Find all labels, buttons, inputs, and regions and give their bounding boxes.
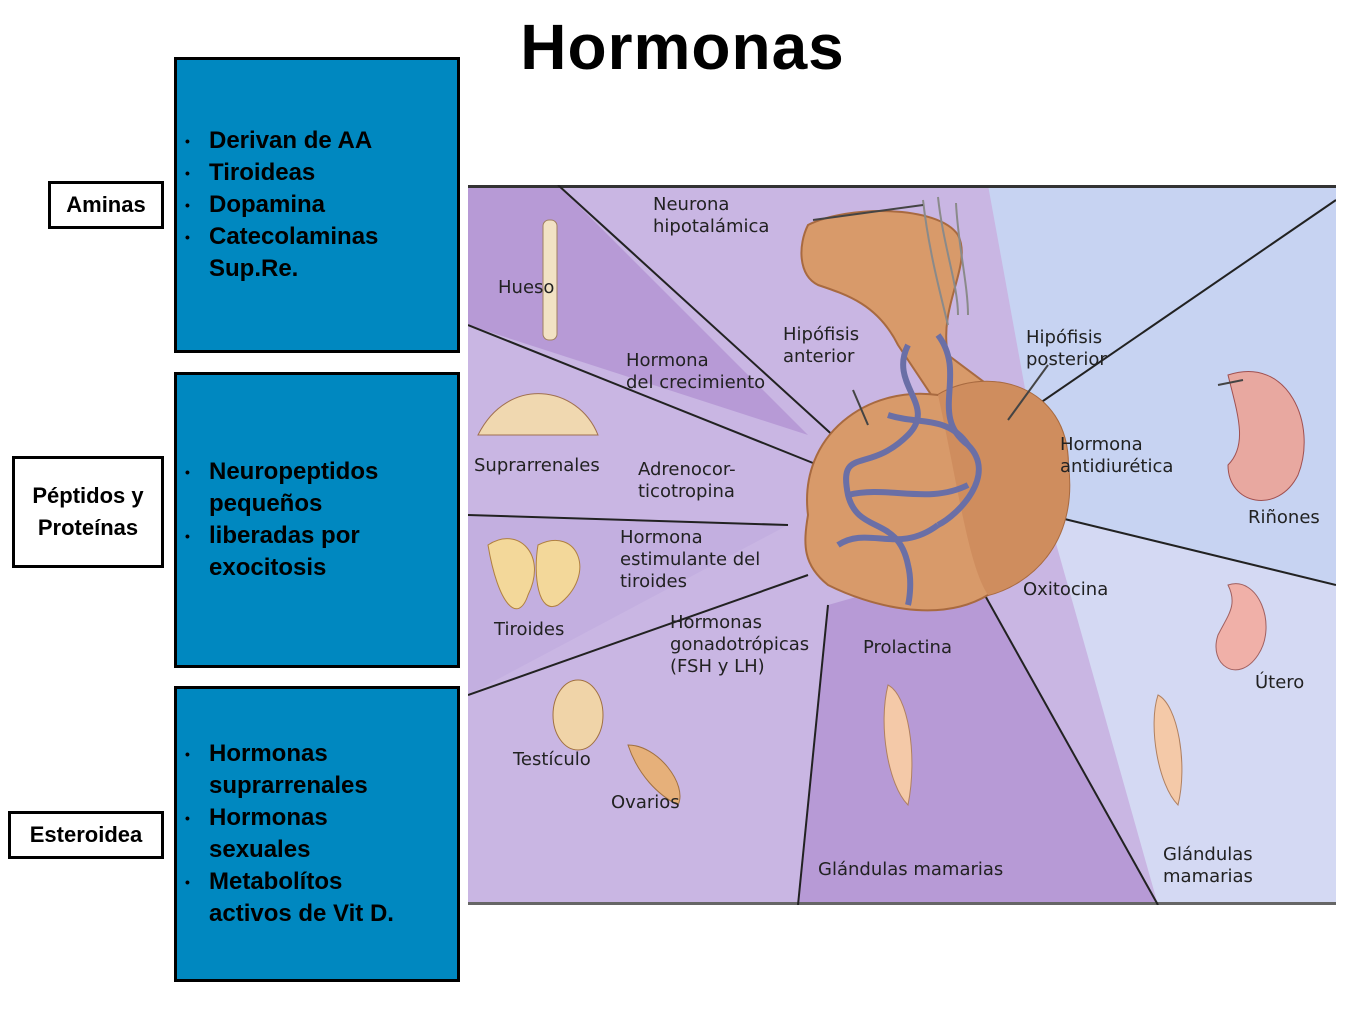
list-item: Derivan de AA [185,125,409,157]
list-item: Neuropeptidos pequeños [185,456,409,520]
label-line: Hueso [498,277,554,298]
label-line: Suprarrenales [474,455,600,476]
label-line: Hormona [626,350,709,371]
label-line: Hipófisis [1026,327,1102,348]
label-line: Hormona [620,527,703,548]
page-title: Hormonas [520,11,845,83]
label-line: Riñones [1248,507,1320,528]
category-label-aminas: Aminas [48,181,164,229]
category-label-peptidos: Péptidos y Proteínas [12,456,164,568]
label-utero: Útero [1255,671,1304,693]
organ-sketches [477,219,1305,807]
label-hueso: Hueso [498,277,554,298]
list-item: liberadas por exocitosis [185,520,409,584]
peptidos-list: Neuropeptidos pequeños liberadas por exo… [177,456,409,584]
label-line: (FSH y LH) [670,656,765,677]
label-tiroides: Tiroides [493,619,564,640]
label-oxitocina: Oxitocina [1023,579,1108,600]
peptidos-box: Neuropeptidos pequeños liberadas por exo… [174,372,460,668]
label-line: anterior [783,346,855,367]
label-line: Tiroides [493,619,564,640]
label-line: hipotalámica [653,216,769,237]
aminas-list: Derivan de AA Tiroideas Dopamina Catecol… [177,125,409,285]
label-line: del crecimiento [626,372,765,393]
label-line: Hormonas [670,612,762,633]
label-rinones: Riñones [1248,507,1320,528]
list-item: Metabolítos activos de Vit D. [185,866,429,930]
label-line: Oxitocina [1023,579,1108,600]
label-line: gonadotrópicas [670,634,809,655]
list-item: Hormonas sexuales [185,802,399,866]
label-line: Neurona [653,194,729,215]
label-line: ticotropina [638,481,735,502]
label-line: Testículo [512,749,591,770]
label-line: antidiurética [1060,456,1173,477]
category-label-esteroidea: Esteroidea [8,811,164,859]
label-suprarrenales: Suprarrenales [474,455,600,476]
label-line: Útero [1255,671,1304,693]
list-item: Hormonas suprarrenales [185,738,399,802]
label-line: Prolactina [863,637,952,658]
label-line: Glándulas [1163,844,1253,865]
aminas-box: Derivan de AA Tiroideas Dopamina Catecol… [174,57,460,353]
label-line: Hormona [1060,434,1143,455]
label-line: Hipófisis [783,324,859,345]
label-testiculo: Testículo [512,749,591,770]
label-glandulas-mamarias-centro: Glándulas mamarias [818,859,1003,880]
label-ovarios: Ovarios [611,792,680,813]
label-line: estimulante del [620,549,760,570]
label-line: Adrenocor- [638,459,736,480]
label-line: Ovarios [611,792,680,813]
esteroidea-box: Hormonas suprarrenales Hormonas sexuales… [174,686,460,982]
label-adrenocorticotropina: Adrenocor-ticotropina [638,459,736,502]
label-line: Glándulas mamarias [818,859,1003,880]
label-line: tiroides [620,571,687,592]
label-prolactina: Prolactina [863,637,952,658]
list-item: Dopamina [185,189,409,221]
label-line: posterior [1026,349,1107,370]
esteroidea-list: Hormonas suprarrenales Hormonas sexuales… [177,738,429,930]
list-item: Catecolaminas Sup.Re. [185,221,409,285]
list-item: Tiroideas [185,157,409,189]
label-line: mamarias [1163,866,1253,887]
